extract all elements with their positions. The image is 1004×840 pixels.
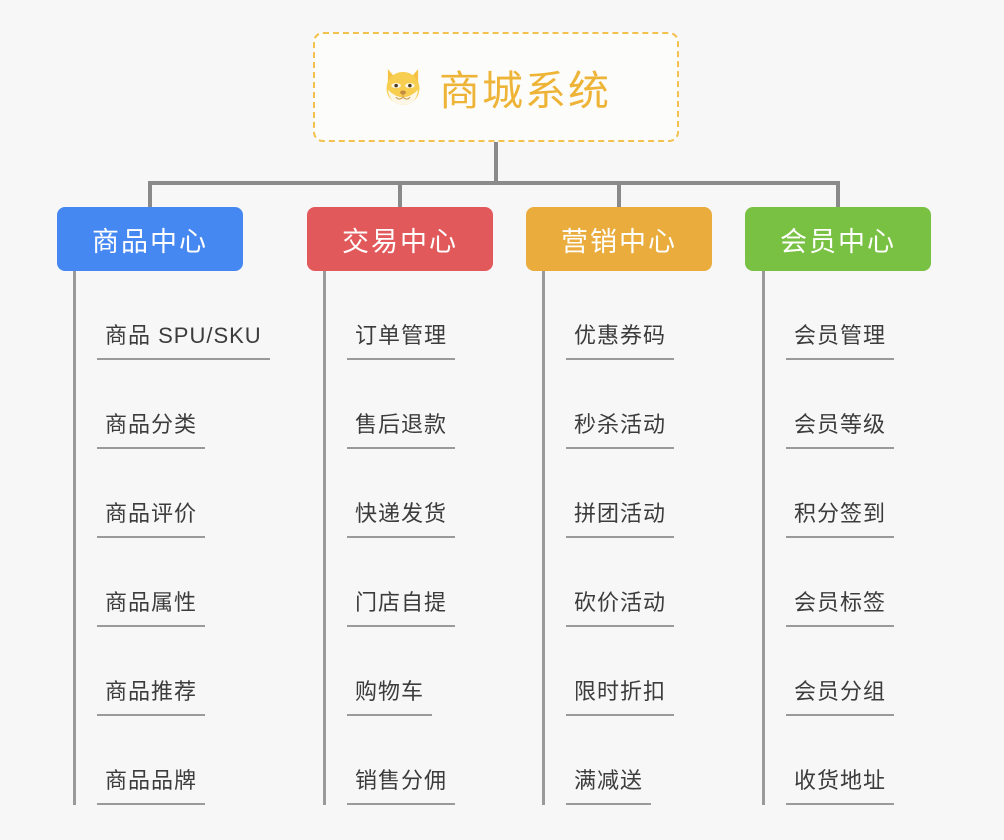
leaf-item[interactable]: 限时折扣 (542, 627, 675, 716)
leaf-item[interactable]: 购物车 (323, 627, 455, 716)
category-label-marketing: 营销中心 (561, 226, 677, 257)
leaf-label: 快递发货 (347, 496, 456, 538)
leaf-label: 售后退款 (347, 407, 456, 449)
root-title: 商城系统 (439, 68, 611, 114)
leaf-item[interactable]: 满减送 (542, 716, 674, 805)
leaf-item[interactable]: 订单管理 (323, 271, 456, 360)
leaf-item[interactable]: 拼团活动 (542, 449, 675, 538)
leaf-label: 满减送 (566, 763, 652, 805)
branch-column-product: 商品 SPU/SKU 商品分类 商品评价 商品属性 商品推荐 商品品牌 (73, 271, 270, 805)
leaf-item[interactable]: 优惠券码 (542, 271, 675, 360)
branch-column-marketing: 优惠券码 秒杀活动 拼团活动 砍价活动 限时折扣 满减送 (542, 271, 675, 805)
connector-drop-0 (148, 181, 152, 209)
leaf-label: 优惠券码 (566, 318, 675, 360)
leaf-label: 门店自提 (347, 585, 456, 627)
leaf-label: 会员标签 (786, 585, 895, 627)
leaf-label: 商品品牌 (97, 763, 206, 805)
connector-drop-3 (836, 181, 840, 209)
category-box-product[interactable]: 商品中心 (57, 207, 243, 271)
leaf-label: 收货地址 (786, 763, 895, 805)
leaf-label: 销售分佣 (347, 763, 456, 805)
category-label-member: 会员中心 (780, 226, 896, 257)
leaf-label: 砍价活动 (566, 585, 675, 627)
connector-bus (148, 181, 840, 185)
leaf-item[interactable]: 销售分佣 (323, 716, 456, 805)
leaf-label: 积分签到 (786, 496, 895, 538)
branch-spine-marketing (542, 271, 545, 805)
leaf-item[interactable]: 收货地址 (762, 716, 895, 805)
leaf-item[interactable]: 会员管理 (762, 271, 895, 360)
leaf-item[interactable]: 售后退款 (323, 360, 456, 449)
category-box-marketing[interactable]: 营销中心 (526, 207, 712, 271)
category-label-product: 商品中心 (92, 226, 208, 257)
leaf-item[interactable]: 快递发货 (323, 449, 456, 538)
leaf-item[interactable]: 砍价活动 (542, 538, 675, 627)
leaf-item[interactable]: 商品品牌 (73, 716, 270, 805)
branch-spine-trade (323, 271, 326, 805)
leaf-label: 拼团活动 (566, 496, 675, 538)
leaf-label: 会员分组 (786, 674, 895, 716)
leaf-label: 订单管理 (347, 318, 456, 360)
leaf-item[interactable]: 商品分类 (73, 360, 270, 449)
category-label-trade: 交易中心 (342, 226, 458, 257)
leaf-label: 购物车 (347, 674, 433, 716)
connector-stem (494, 142, 498, 184)
dog-face-icon (381, 65, 425, 109)
leaf-item[interactable]: 商品属性 (73, 538, 270, 627)
root-node[interactable]: 商城系统 (313, 32, 679, 142)
leaf-item[interactable]: 会员等级 (762, 360, 895, 449)
leaf-item[interactable]: 商品评价 (73, 449, 270, 538)
connector-drop-1 (398, 181, 402, 209)
leaf-item[interactable]: 秒杀活动 (542, 360, 675, 449)
branch-column-trade: 订单管理 售后退款 快递发货 门店自提 购物车 销售分佣 (323, 271, 456, 805)
category-box-trade[interactable]: 交易中心 (307, 207, 493, 271)
leaf-label: 商品 SPU/SKU (97, 318, 270, 360)
branch-spine-member (762, 271, 765, 805)
leaf-item[interactable]: 会员标签 (762, 538, 895, 627)
branch-column-member: 会员管理 会员等级 积分签到 会员标签 会员分组 收货地址 (762, 271, 895, 805)
leaf-item[interactable]: 商品 SPU/SKU (73, 271, 270, 360)
leaf-label: 商品属性 (97, 585, 206, 627)
connector-drop-2 (617, 181, 621, 209)
leaf-label: 会员管理 (786, 318, 895, 360)
leaf-item[interactable]: 积分签到 (762, 449, 895, 538)
leaf-label: 商品评价 (97, 496, 206, 538)
leaf-label: 商品推荐 (97, 674, 206, 716)
leaf-label: 秒杀活动 (566, 407, 675, 449)
leaf-label: 商品分类 (97, 407, 206, 449)
leaf-label: 限时折扣 (566, 674, 675, 716)
leaf-item[interactable]: 商品推荐 (73, 627, 270, 716)
leaf-item[interactable]: 门店自提 (323, 538, 456, 627)
category-box-member[interactable]: 会员中心 (745, 207, 931, 271)
leaf-item[interactable]: 会员分组 (762, 627, 895, 716)
branch-spine-product (73, 271, 76, 805)
leaf-label: 会员等级 (786, 407, 895, 449)
